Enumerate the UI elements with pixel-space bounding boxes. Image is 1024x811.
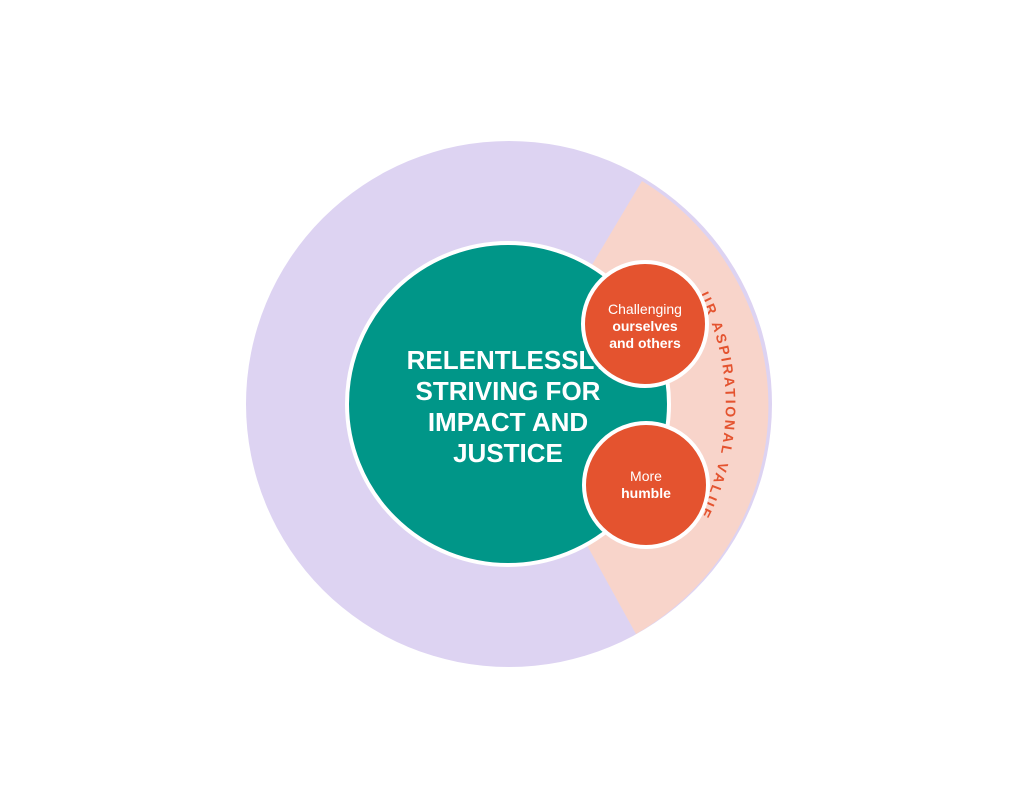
core-statement: RELENTLESSLY STRIVING FOR IMPACT AND JUS… [407,345,610,468]
core-line-4: JUSTICE [453,438,563,468]
value-bubble-humble: More humble [582,421,710,549]
value-bubble-challenging-circle [581,260,709,388]
value-bubble-humble-circle [582,421,710,549]
value-humble-line-2: humble [621,485,671,501]
core-line-1: RELENTLESSLY [407,345,610,375]
value-bubble-challenging: Challenging ourselves and others [581,260,709,388]
value-challenging-line-2: ourselves [612,318,678,334]
value-challenging-line-1: Challenging [608,301,682,317]
value-humble-line-1: More [630,468,662,484]
core-line-3: IMPACT AND [428,407,588,437]
value-challenging-line-3: and others [609,335,681,351]
core-line-2: STRIVING FOR [416,376,601,406]
